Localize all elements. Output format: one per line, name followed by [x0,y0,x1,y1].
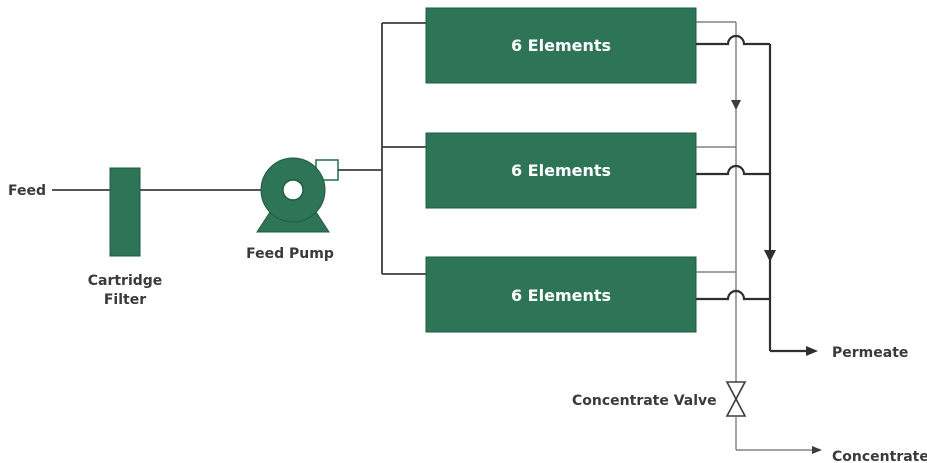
permeate-outlet-2 [696,164,770,176]
permeate-outlet-3 [696,289,770,301]
permeate-label: Permeate [832,345,908,361]
cartridge-filter [109,167,141,257]
centrifugal-pump-icon [256,157,339,233]
arrow-head-icon [812,446,822,454]
feed-pump-label: Feed Pump [246,246,334,262]
concentrate-label: Concentrate [832,449,927,463]
pressure-vessel-3 [425,256,697,333]
pressure-vessel-1-label: 6 Elements [511,36,611,55]
pressure-vessel-1 [425,7,697,84]
pressure-vessel-2-label: 6 Elements [511,161,611,180]
pressure-vessel-2 [425,132,697,209]
arrow-head-icon [806,346,818,356]
pressure-vessel-3-label: 6 Elements [511,286,611,305]
gate-valve-icon [725,381,747,417]
cartridge-filter-label-line2: Filter [104,292,146,308]
arrow-head-icon [764,250,776,262]
cartridge-filter-label-line1: Cartridge [88,273,163,289]
concentrate-valve-label: Concentrate Valve [572,393,717,409]
arrow-head-icon [731,100,741,110]
feed-label: Feed [8,183,46,199]
permeate-outlet-1 [696,34,770,46]
